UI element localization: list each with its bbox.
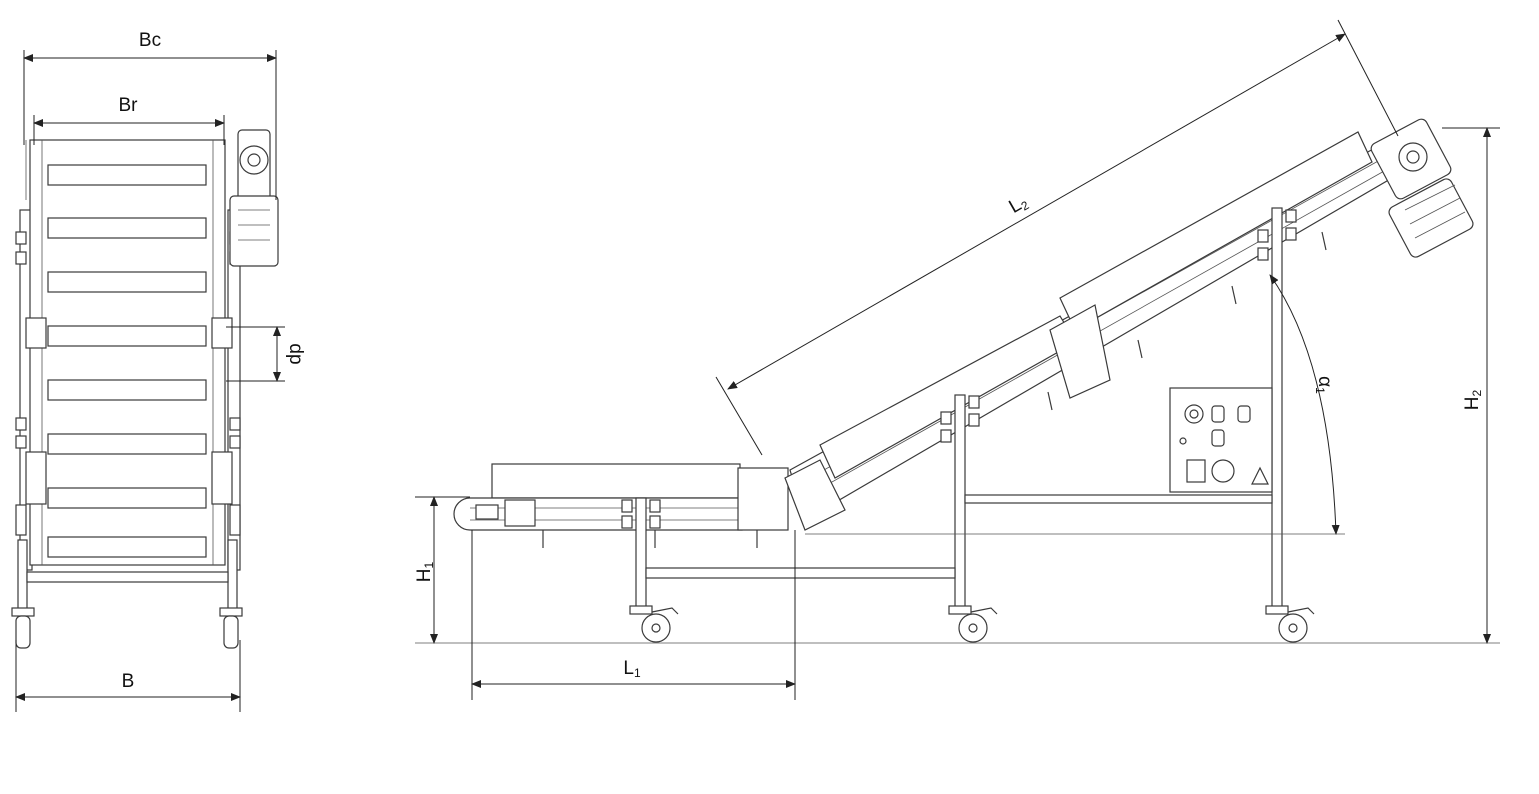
dimension-br bbox=[33, 115, 225, 145]
lower-cross-member bbox=[645, 567, 956, 579]
transition-plate bbox=[737, 467, 789, 531]
label-l1: L1 bbox=[623, 658, 641, 680]
side-brackets bbox=[15, 231, 241, 536]
label-br: Br bbox=[119, 95, 139, 116]
svg-text:α1: α1 bbox=[1313, 376, 1335, 394]
incline-frame bbox=[784, 131, 1393, 531]
infeed-plate bbox=[504, 499, 536, 527]
front-cross-bar bbox=[26, 571, 229, 583]
side-leg-3 bbox=[1271, 207, 1283, 609]
upper-cross-member bbox=[964, 494, 1273, 504]
front-left-leg bbox=[17, 539, 28, 611]
side-leg-2 bbox=[954, 394, 966, 609]
incline-belt-segment-lower bbox=[819, 315, 1077, 479]
side-caster-1 bbox=[629, 605, 679, 643]
svg-text:H1: H1 bbox=[414, 561, 436, 582]
front-right-caster bbox=[219, 607, 243, 649]
label-l2: L2 bbox=[1006, 191, 1032, 219]
label-dp: dp bbox=[285, 343, 306, 364]
front-motor bbox=[229, 129, 279, 267]
front-view: Bc Br dp B bbox=[11, 30, 306, 712]
side-caster-2 bbox=[948, 605, 998, 643]
dimension-alpha-arc bbox=[1269, 274, 1340, 535]
label-h1: H1 bbox=[414, 561, 436, 582]
drive-motor bbox=[1370, 118, 1474, 258]
front-right-leg bbox=[227, 539, 238, 611]
front-left-caster bbox=[11, 607, 35, 649]
incline-belt-segment-upper bbox=[1059, 131, 1373, 331]
label-b: B bbox=[122, 671, 135, 692]
dimension-h2 bbox=[1442, 127, 1500, 644]
label-bc: Bc bbox=[139, 30, 161, 51]
dimension-l2 bbox=[715, 19, 1399, 456]
side-view: H1 L1 L2 H2 α1 bbox=[414, 19, 1500, 700]
label-h2: H2 bbox=[1462, 389, 1484, 410]
dimension-dp bbox=[226, 326, 285, 382]
infeed-belt-top bbox=[491, 463, 741, 499]
logo-plate bbox=[475, 504, 499, 520]
dimension-bc bbox=[23, 50, 277, 200]
knee-plate bbox=[784, 459, 846, 531]
dimension-h1 bbox=[415, 496, 470, 644]
side-caster-3 bbox=[1265, 605, 1315, 643]
label-alpha: α1 bbox=[1313, 376, 1335, 394]
dimension-b bbox=[15, 640, 241, 712]
dimension-l1 bbox=[471, 530, 796, 700]
side-leg-1 bbox=[635, 497, 647, 609]
control-box bbox=[1169, 387, 1273, 493]
svg-text:H2: H2 bbox=[1462, 389, 1484, 410]
belt-cleats bbox=[47, 164, 207, 558]
